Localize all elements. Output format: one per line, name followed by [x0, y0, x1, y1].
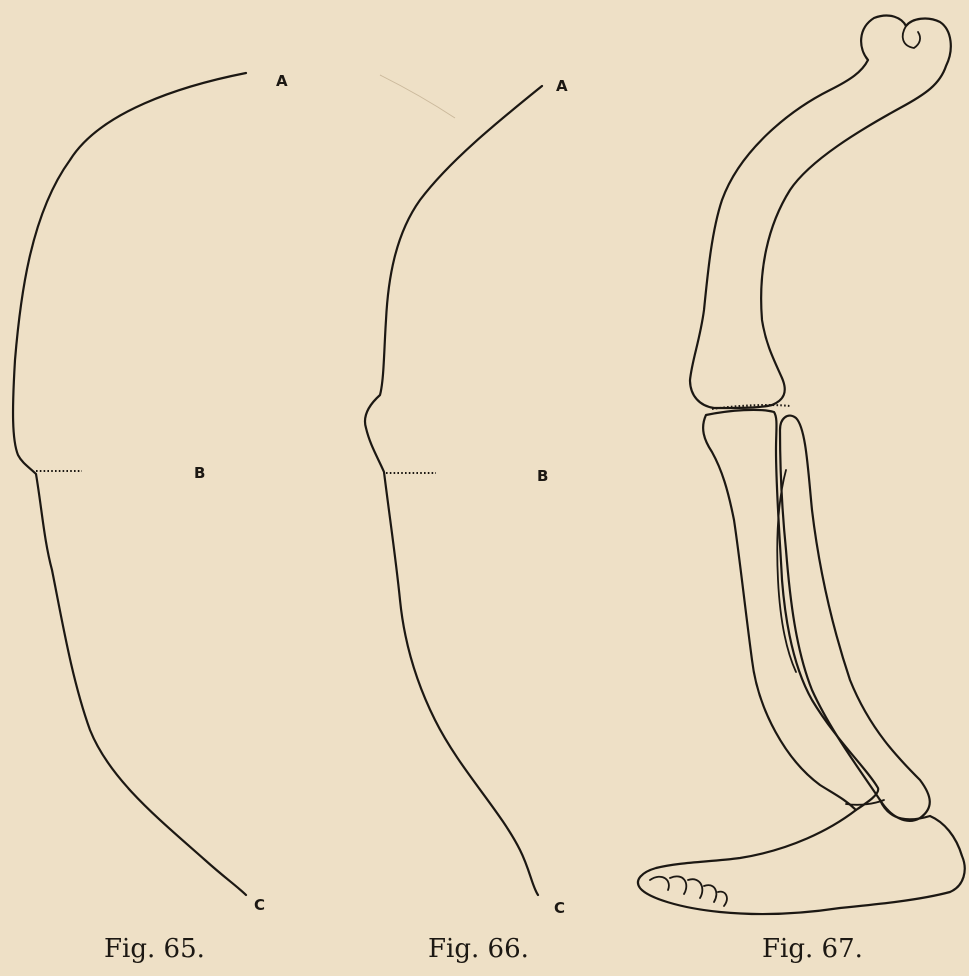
fig65-label-b: B: [194, 464, 205, 482]
figure-65-caption: Fig. 65.: [104, 934, 205, 964]
figure-66-caption: Fig. 66.: [428, 934, 529, 964]
femur-head-notch: [903, 26, 920, 48]
ankle-overlap-line: [846, 800, 884, 805]
fibula-inner-edge: [777, 470, 796, 672]
fig66-label-a: A: [556, 77, 568, 95]
fig65-label-a: A: [276, 72, 288, 90]
figure-65-outline: A B C: [13, 72, 288, 914]
fig66-label-c: C: [554, 899, 565, 917]
toe-marks: [650, 876, 727, 906]
figure-66-outline: A B C: [365, 77, 568, 917]
fig65-label-c: C: [254, 896, 265, 914]
fig66-label-b: B: [537, 467, 548, 485]
fig65-profile-curve: [13, 73, 246, 895]
femur-bone: [690, 16, 951, 408]
paper-fold-mark: [380, 75, 455, 118]
fig66-profile-curve: [365, 86, 542, 895]
figure-67-caption: Fig. 67.: [762, 934, 863, 964]
tibia-bone: [703, 410, 878, 810]
fibula-bone: [780, 416, 930, 821]
foot-bones: [638, 800, 965, 914]
figure-67-leg-skeleton: [638, 16, 965, 915]
